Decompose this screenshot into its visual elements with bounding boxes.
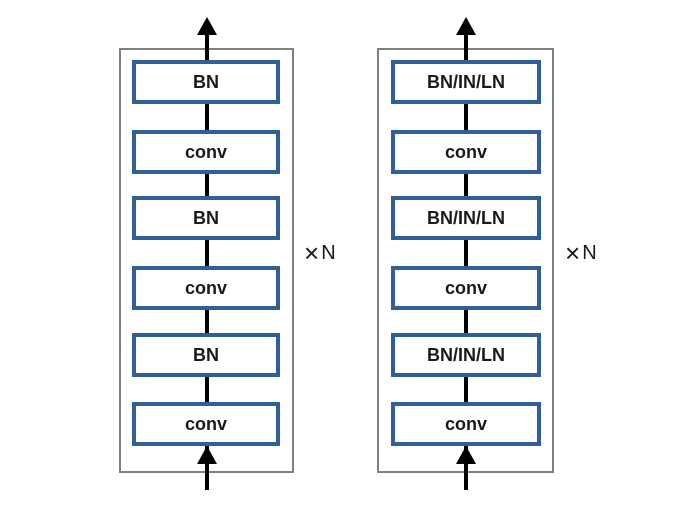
right-layer-norm-1: BN/IN/LN <box>391 60 541 104</box>
right-input-arrowhead <box>456 446 476 464</box>
left-input-arrowhead <box>197 446 217 464</box>
left-layer-norm-3: BN <box>132 333 280 377</box>
repeat-count: N <box>582 241 597 264</box>
left-layer-norm-2: BN <box>132 196 280 240</box>
times-symbol: × <box>304 238 320 268</box>
right-flow-line <box>464 30 468 490</box>
left-repeat-label: × N <box>304 240 336 266</box>
times-symbol: × <box>565 238 581 268</box>
right-layer-conv-1: conv <box>391 130 541 174</box>
left-output-arrowhead <box>197 17 217 35</box>
right-layer-conv-2: conv <box>391 266 541 310</box>
left-layer-conv-2: conv <box>132 266 280 310</box>
left-layer-conv-3: conv <box>132 402 280 446</box>
left-layer-norm-1: BN <box>132 60 280 104</box>
right-layer-norm-2: BN/IN/LN <box>391 196 541 240</box>
left-layer-conv-1: conv <box>132 130 280 174</box>
repeat-count: N <box>321 241 336 264</box>
right-layer-norm-3: BN/IN/LN <box>391 333 541 377</box>
right-layer-conv-3: conv <box>391 402 541 446</box>
left-flow-line <box>205 30 209 490</box>
right-output-arrowhead <box>456 17 476 35</box>
right-repeat-label: × N <box>565 240 597 266</box>
